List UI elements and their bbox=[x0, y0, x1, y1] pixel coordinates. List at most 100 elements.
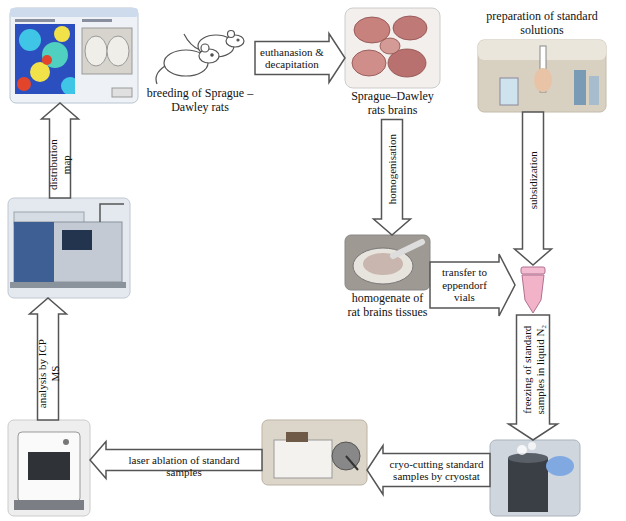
photo-frame bbox=[345, 8, 440, 88]
photo-node: breeding of Sprague –Dawley rats bbox=[145, 30, 255, 117]
eppendorf-tube bbox=[521, 267, 545, 313]
title-bar bbox=[10, 8, 138, 17]
block-arrow bbox=[509, 315, 558, 440]
rat-tail bbox=[156, 66, 165, 84]
knob bbox=[63, 439, 69, 445]
photo-node: homogenate of rat brains tissues bbox=[345, 235, 430, 322]
step-label: analysis by ICP MS bbox=[35, 330, 60, 417]
step-label: euthanasion & decapitation bbox=[258, 46, 326, 71]
wheel bbox=[332, 442, 360, 470]
photo-area bbox=[10, 8, 138, 103]
sample-holder bbox=[286, 432, 308, 442]
heat-spot bbox=[61, 77, 75, 94]
beaker bbox=[500, 78, 518, 105]
glove bbox=[546, 456, 574, 476]
photo-area bbox=[145, 30, 255, 85]
screenshot-photo bbox=[10, 8, 138, 103]
homogenate-photo bbox=[345, 235, 430, 290]
vapour bbox=[528, 442, 536, 450]
block-arrow bbox=[374, 120, 411, 235]
heat-spot bbox=[42, 42, 68, 68]
pestle bbox=[393, 242, 422, 256]
liquid-nitrogen-photo bbox=[490, 440, 580, 516]
device-window bbox=[28, 452, 70, 480]
menu-bar bbox=[82, 19, 112, 22]
photo-area bbox=[8, 420, 90, 516]
handle bbox=[346, 456, 358, 470]
brain bbox=[352, 50, 386, 76]
photo-node bbox=[8, 198, 130, 298]
dewar-top bbox=[508, 453, 548, 463]
photo-area bbox=[8, 198, 130, 298]
photo-caption: homogenate of rat brains tissues bbox=[345, 290, 430, 322]
tube bbox=[100, 204, 124, 222]
step-label: transfer to eppendorf vials bbox=[433, 266, 496, 304]
rat-eye bbox=[211, 54, 213, 56]
photo-node: preparation of standard solutions bbox=[478, 8, 606, 112]
vapour bbox=[517, 445, 527, 455]
rat-ear bbox=[228, 31, 235, 38]
photo-area bbox=[345, 8, 440, 88]
bottle bbox=[574, 70, 586, 105]
rat-eye bbox=[237, 39, 239, 41]
icp-ms-photo bbox=[8, 198, 130, 298]
slice-image bbox=[107, 36, 129, 66]
step-label: cryo-cutting standard samples by cryosta… bbox=[386, 458, 487, 483]
instrument-body bbox=[14, 222, 122, 282]
instrument-panel bbox=[14, 222, 54, 282]
step-label: homogenisation bbox=[386, 134, 399, 204]
microtome-block bbox=[274, 440, 332, 478]
button bbox=[112, 88, 132, 97]
device-base bbox=[14, 500, 84, 510]
rats-drawing bbox=[156, 31, 244, 85]
photo-area bbox=[515, 265, 551, 315]
block-arrow bbox=[430, 254, 515, 316]
heatmap-spots bbox=[17, 26, 75, 94]
solutions-photo bbox=[478, 40, 606, 112]
photo-area bbox=[478, 40, 606, 112]
hand bbox=[534, 68, 552, 92]
tube-cap bbox=[521, 267, 545, 274]
heat-spot bbox=[17, 77, 31, 91]
heat-spot bbox=[19, 29, 41, 51]
block-arrow bbox=[255, 34, 345, 83]
photo-area bbox=[490, 440, 580, 516]
cryostat-photo bbox=[262, 420, 367, 485]
photo-area bbox=[345, 235, 430, 290]
block-arrow bbox=[367, 446, 490, 495]
instrument-base bbox=[10, 282, 126, 288]
photo-frame bbox=[8, 420, 90, 516]
device-body bbox=[18, 432, 80, 502]
photo-caption: breeding of Sprague –Dawley rats bbox=[145, 85, 255, 117]
bottle bbox=[589, 76, 599, 105]
block-arrow bbox=[515, 112, 552, 265]
photo-frame bbox=[478, 40, 606, 112]
brains-photo bbox=[345, 8, 440, 88]
brain bbox=[380, 38, 400, 54]
photo-node bbox=[262, 420, 367, 485]
menu-bar bbox=[15, 19, 55, 22]
laser-ablation-photo bbox=[8, 420, 90, 516]
dewar bbox=[508, 458, 548, 512]
photo-frame bbox=[262, 420, 367, 485]
photo-node bbox=[490, 440, 580, 516]
block-arrow bbox=[90, 442, 262, 479]
photo-node bbox=[8, 420, 90, 516]
slice-image bbox=[85, 36, 107, 66]
photo-node bbox=[515, 265, 551, 315]
photo-frame bbox=[490, 440, 580, 516]
step-label: laser ablation of standard samples bbox=[110, 454, 259, 479]
block-arrow bbox=[42, 103, 79, 198]
photo-frame bbox=[345, 235, 430, 290]
brain bbox=[393, 16, 427, 40]
block-arrow bbox=[30, 298, 67, 420]
window-frame bbox=[10, 8, 138, 103]
photo-area bbox=[262, 420, 367, 485]
thumbnail bbox=[82, 28, 132, 74]
heat-spot bbox=[54, 26, 70, 42]
step-label: subsidization bbox=[527, 151, 540, 209]
